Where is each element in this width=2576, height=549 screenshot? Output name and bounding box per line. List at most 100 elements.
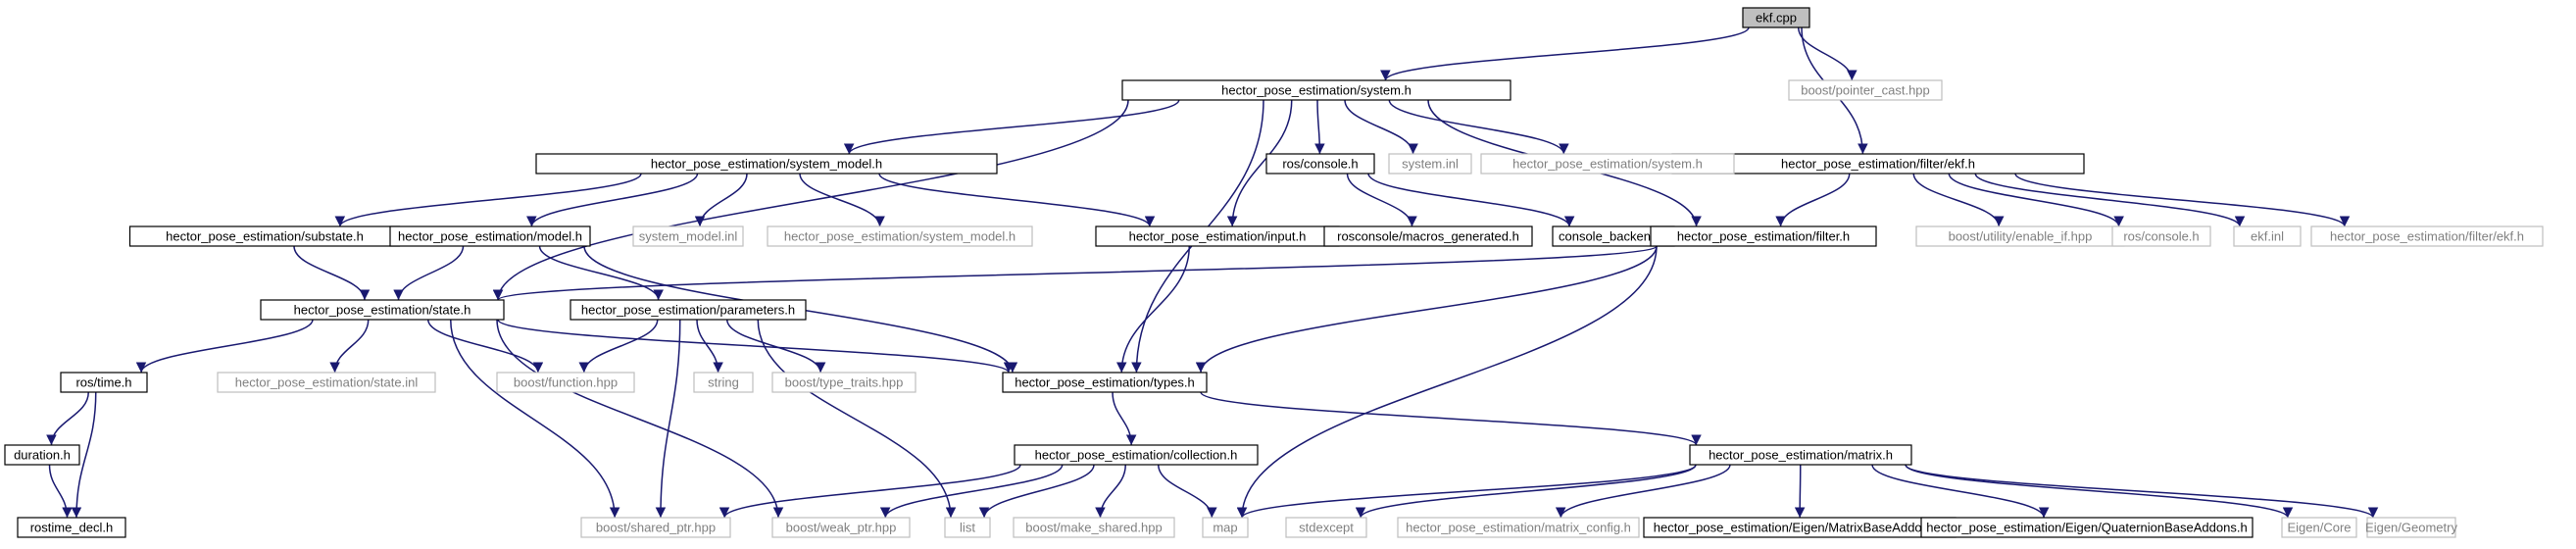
node-boost-pointer-cast[interactable]: boost/pointer_cast.hpp <box>1788 79 1943 101</box>
node-type-traits-hpp[interactable]: boost/type_traits.hpp <box>771 372 916 393</box>
node-label: boost/weak_ptr.hpp <box>786 521 897 535</box>
node-make-shared-hpp[interactable]: boost/make_shared.hpp <box>1013 517 1175 538</box>
node-filter-ekf-h[interactable]: hector_pose_estimation/filter/ekf.h <box>1671 153 2085 175</box>
node-stdexcept[interactable]: stdexcept <box>1285 517 1367 538</box>
edge-matrix-h-to-eigen-geometry <box>1905 464 2379 519</box>
edge-filter-h-to-map <box>1236 245 1658 519</box>
node-box <box>2233 225 2302 247</box>
node-box <box>693 372 754 393</box>
node-map[interactable]: map <box>1202 517 1249 538</box>
node-shared-ptr-hpp[interactable]: boost/shared_ptr.hpp <box>580 517 731 538</box>
node-box <box>771 372 916 393</box>
node-label: boost/utility/enable_if.hpp <box>1949 229 2093 244</box>
edge-parameters-h-to-boost-function-hpp <box>578 319 659 374</box>
node-label: rostime_decl.h <box>30 521 114 535</box>
node-rostime-decl-h[interactable]: rostime_decl.h <box>17 517 126 538</box>
node-label: list <box>960 521 975 535</box>
edge-filter-ekf-h-to-enable-if-hpp <box>1912 173 2005 227</box>
edge-parameters-h-to-string <box>696 319 723 374</box>
edge-ros-console-h-1-to-macros-generated-h <box>1346 173 1417 227</box>
edge-ros-time-h-to-rostime-decl-h <box>71 391 97 519</box>
node-box <box>1014 444 1259 466</box>
node-system-h[interactable]: hector_pose_estimation/system.h <box>1121 79 1511 101</box>
node-enable-if-hpp[interactable]: boost/utility/enable_if.hpp <box>1915 225 2125 247</box>
node-label: ekf.inl <box>2251 229 2284 244</box>
node-quaternion-base-addons-h[interactable]: hector_pose_estimation/Eigen/QuaternionB… <box>1920 517 2254 538</box>
node-label: hector_pose_estimation/Eigen/QuaternionB… <box>1926 521 2247 535</box>
node-ros-console-h-2[interactable]: ros/console.h <box>2111 225 2211 247</box>
edge-system-h-to-hpe-system-h-ext <box>1388 99 1569 155</box>
edge-matrix-h-to-eigen-core <box>1905 464 2294 519</box>
edge-parameters-h-to-type-traits-hpp <box>726 319 826 374</box>
node-ekf-inl[interactable]: ekf.inl <box>2233 225 2302 247</box>
node-label: hector_pose_estimation/input.h <box>1129 229 1307 244</box>
node-string[interactable]: string <box>693 372 754 393</box>
node-boost-function-hpp[interactable]: boost/function.hpp <box>496 372 635 393</box>
node-box <box>1323 225 1533 247</box>
node-parameters-h[interactable]: hector_pose_estimation/parameters.h <box>570 299 807 321</box>
node-hpe-system-h-ext[interactable]: hector_pose_estimation/system.h <box>1480 153 1735 175</box>
edge-system-h-to-input-h <box>1226 99 1293 227</box>
node-box <box>1002 372 1208 393</box>
node-label: hector_pose_estimation/Eigen/MatrixBaseA… <box>1654 521 1946 535</box>
node-box <box>217 372 436 393</box>
node-duration-h[interactable]: duration.h <box>4 444 80 466</box>
node-box <box>1742 7 1810 28</box>
node-types-h[interactable]: hector_pose_estimation/types.h <box>1002 372 1208 393</box>
node-box <box>1388 153 1472 175</box>
edge-system-model-h-to-input-h <box>878 173 1156 227</box>
node-matrix-h[interactable]: hector_pose_estimation/matrix.h <box>1689 444 1912 466</box>
node-ros-console-h-1[interactable]: ros/console.h <box>1265 153 1375 175</box>
edge-filter-h-to-state-h <box>493 245 1658 301</box>
node-box <box>1202 517 1249 538</box>
edge-system-h-to-state-h <box>492 99 1129 301</box>
node-label: stdexcept <box>1299 521 1354 535</box>
edge-matrix-h-to-quaternion-base-addons-h <box>1871 464 2050 519</box>
node-box <box>1013 517 1175 538</box>
node-model-h[interactable]: hector_pose_estimation/model.h <box>389 225 591 247</box>
node-box <box>1920 517 2254 538</box>
node-system-model-inl[interactable]: system_model.inl <box>632 225 744 247</box>
node-box <box>632 225 744 247</box>
node-substate-h[interactable]: hector_pose_estimation/substate.h <box>128 225 401 247</box>
node-system-inl[interactable]: system.inl <box>1388 153 1472 175</box>
node-filter-h[interactable]: hector_pose_estimation/filter.h <box>1650 225 1877 247</box>
node-eigen-geometry[interactable]: Eigen/Geometry <box>2365 517 2457 538</box>
edge-system-model-h-to-hpe-system-model-h-ext <box>799 173 885 227</box>
node-label: boost/function.hpp <box>514 375 618 390</box>
node-label: duration.h <box>14 448 71 463</box>
node-matrix-base-addons-h[interactable]: hector_pose_estimation/Eigen/MatrixBaseA… <box>1643 517 1957 538</box>
node-weak-ptr-hpp[interactable]: boost/weak_ptr.hpp <box>771 517 911 538</box>
node-box <box>1121 79 1511 101</box>
node-layer: ekf.cpp boost/pointer_cast.hpp hector_pose… <box>4 7 2544 538</box>
node-state-inl[interactable]: hector_pose_estimation/state.inl <box>217 372 436 393</box>
node-hpe-system-model-h-ext[interactable]: hector_pose_estimation/system_model.h <box>767 225 1033 247</box>
edge-system-h-to-system-inl <box>1344 99 1418 155</box>
node-label: hector_pose_estimation/types.h <box>1015 375 1195 390</box>
node-label: hector_pose_estimation/filter/ekf.h <box>1781 157 1975 172</box>
node-label: map <box>1213 521 1237 535</box>
node-ros-time-h[interactable]: ros/time.h <box>60 372 148 393</box>
edge-collection-h-to-shared-ptr-hpp <box>718 464 1021 519</box>
node-label: string <box>708 375 739 390</box>
node-label: hector_pose_estimation/state.h <box>294 303 471 318</box>
node-system-model-h[interactable]: hector_pose_estimation/system_model.h <box>535 153 998 175</box>
node-hpe-filter-ekf-h-ext[interactable]: hector_pose_estimation/filter/ekf.h <box>2310 225 2544 247</box>
node-box <box>2366 517 2456 538</box>
edge-model-h-to-state-h <box>393 245 465 301</box>
node-ekf-cpp[interactable]: ekf.cpp <box>1742 7 1810 28</box>
node-box <box>17 517 126 538</box>
node-collection-h[interactable]: hector_pose_estimation/collection.h <box>1014 444 1259 466</box>
node-console-backend-h[interactable]: console_backend.h <box>1552 225 1675 247</box>
node-label: hector_pose_estimation/system.h <box>1512 157 1703 172</box>
node-label: Eigen/Geometry <box>2365 521 2457 535</box>
node-input-h[interactable]: hector_pose_estimation/input.h <box>1095 225 1340 247</box>
edge-system-model-h-to-model-h <box>526 173 699 227</box>
node-list[interactable]: list <box>944 517 991 538</box>
node-state-h[interactable]: hector_pose_estimation/state.h <box>260 299 505 321</box>
node-macros-generated-h[interactable]: rosconsole/macros_generated.h <box>1323 225 1533 247</box>
node-matrix-config-h[interactable]: hector_pose_estimation/matrix_config.h <box>1397 517 1640 538</box>
node-label: ros/console.h <box>1282 157 1358 172</box>
edge-types-h-to-matrix-h <box>1200 391 1702 446</box>
node-eigen-core[interactable]: Eigen/Core <box>2281 517 2357 538</box>
